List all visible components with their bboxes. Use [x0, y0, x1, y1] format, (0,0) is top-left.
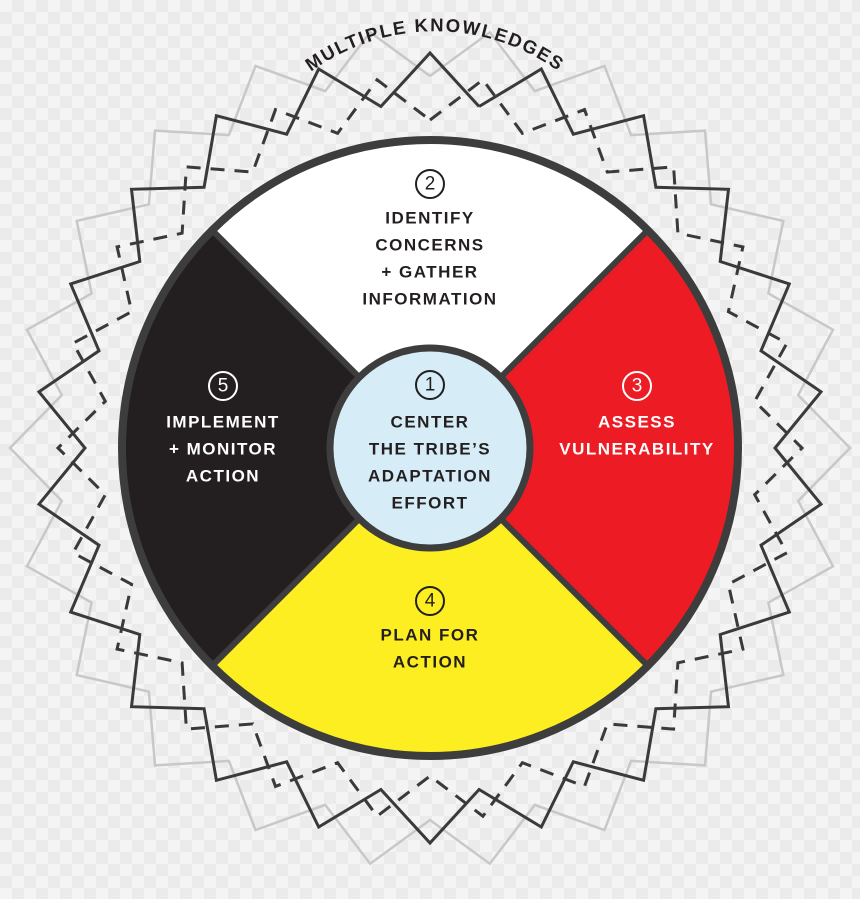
step-2-line-3: + GATHER: [381, 262, 478, 281]
zigzag-dark-ring: [36, 50, 824, 846]
step-1-number: 1: [425, 375, 436, 396]
step-4-number-circle: [415, 586, 445, 616]
step-5-number: 5: [218, 376, 229, 397]
step-1-group: 1 CENTER THE TRIBE’S ADAPTATION EFFORT: [368, 370, 492, 512]
step-2-number-circle: [415, 169, 445, 199]
step-5-line-3: ACTION: [186, 466, 260, 485]
step-4-line-2: ACTION: [393, 652, 467, 671]
step-1-line-1: CENTER: [391, 412, 470, 431]
step-2-number: 2: [425, 174, 436, 195]
step-5-line-2: + MONITOR: [169, 439, 277, 458]
zigzag-dashed-ring: [55, 77, 805, 819]
step-2-line-4: INFORMATION: [362, 289, 497, 308]
step-4-line-1: PLAN FOR: [381, 625, 480, 644]
step-4-number: 4: [425, 591, 436, 612]
step-3-group: 3 ASSESS VULNERABILITY: [559, 371, 715, 458]
step-5-group: 5 IMPLEMENT + MONITOR ACTION: [166, 371, 280, 485]
step-3-line-1: ASSESS: [598, 412, 676, 431]
step-3-number-circle: [622, 371, 652, 401]
step-2-line-1: IDENTIFY: [385, 208, 474, 227]
step-1-line-2: THE TRIBE’S: [369, 439, 491, 458]
wheel-quadrants: [121, 139, 739, 757]
zigzag-light-ring: [8, 30, 852, 866]
segment-assess-vulnerability: [430, 230, 739, 666]
segment-plan-for-action: [212, 448, 648, 757]
segment-implement-monitor: [121, 230, 431, 666]
multiple-knowledges-label: MULTIPLE KNOWLEDGES: [301, 14, 568, 75]
step-5-line-1: IMPLEMENT: [166, 412, 280, 431]
step-2-line-2: CONCERNS: [375, 235, 484, 254]
zigzag-border-pattern: [8, 30, 852, 866]
center-circle: [326, 344, 534, 552]
wheel-outer-rim: [118, 136, 742, 760]
step-4-group: 4 PLAN FOR ACTION: [381, 586, 480, 671]
step-5-number-circle: [208, 371, 238, 401]
step-1-line-4: EFFORT: [392, 493, 469, 512]
segment-identify-concerns: [212, 139, 648, 449]
step-1-number-circle: [415, 370, 445, 400]
step-3-number: 3: [632, 376, 643, 397]
step-3-line-2: VULNERABILITY: [559, 439, 715, 458]
step-1-line-3: ADAPTATION: [368, 466, 492, 485]
step-2-group: 2 IDENTIFY CONCERNS + GATHER INFORMATION: [362, 169, 497, 308]
